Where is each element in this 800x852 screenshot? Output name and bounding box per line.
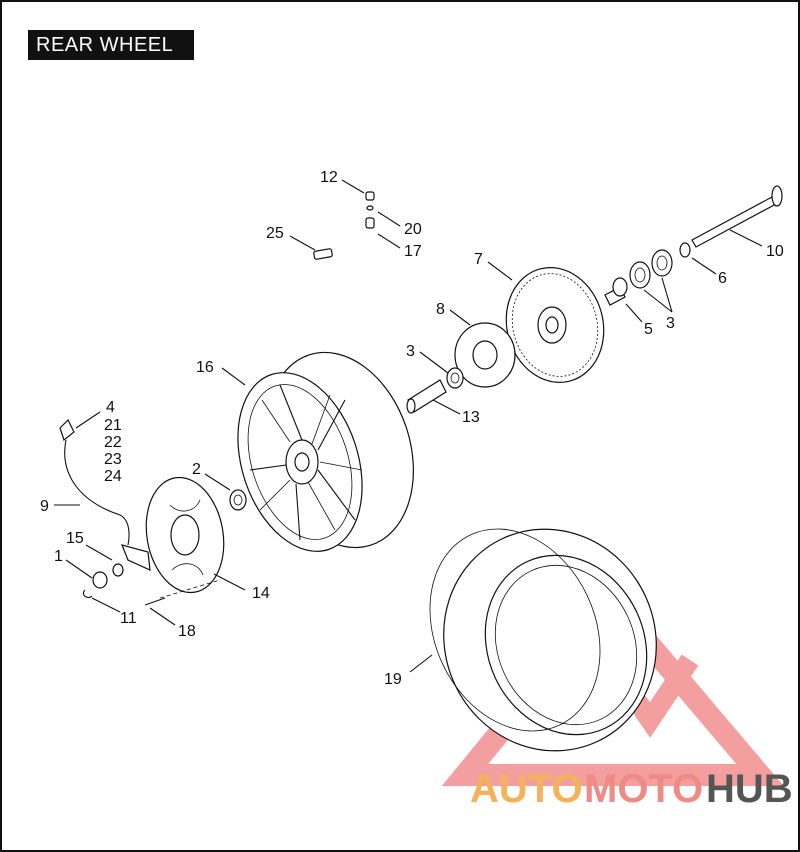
callout-3-left: 3: [406, 343, 415, 360]
bearing-left: [229, 489, 247, 511]
callout-1: 1: [54, 548, 63, 565]
callout-15: 15: [66, 530, 84, 547]
valve-stem: [313, 191, 375, 260]
watermark-moto: MOTO: [584, 767, 703, 811]
callout-10: 10: [766, 243, 784, 260]
wheel-speed-sensor: [59, 418, 221, 606]
callout-22: 22: [104, 434, 122, 451]
callout-18: 18: [178, 623, 196, 640]
isolator: [454, 322, 516, 388]
watermark-hub: HUB: [706, 767, 793, 811]
callout-4: 4: [106, 399, 115, 416]
brake-disc: [145, 476, 225, 594]
callout-21: 21: [104, 417, 122, 434]
tire: [429, 528, 657, 752]
callout-2: 2: [192, 461, 201, 478]
watermark-auto: AUTO: [470, 767, 583, 811]
callout-5: 5: [644, 321, 653, 338]
callout-17: 17: [404, 243, 422, 260]
diagram-title: REAR WHEEL: [28, 30, 194, 60]
callout-6: 6: [718, 270, 727, 287]
sprocket: [505, 267, 605, 383]
wheel: [237, 351, 414, 552]
callout-9: 9: [40, 498, 49, 515]
watermark-text: AUTO MOTO HUB: [470, 767, 793, 811]
callout-24: 24: [104, 468, 122, 485]
spacer-sleeve: [406, 379, 447, 414]
axle-assembly: [604, 185, 783, 306]
callout-20: 20: [404, 221, 422, 238]
callout-16: 16: [196, 359, 214, 376]
callout-23: 23: [104, 451, 122, 468]
callout-13: 13: [462, 409, 480, 426]
callout-7: 7: [474, 251, 483, 268]
callout-labels: 12 20 17 25 7 10 6 8 5 3 3 16 13 4 21 22…: [40, 169, 784, 688]
callout-19: 19: [384, 671, 402, 688]
callout-3-right: 3: [666, 315, 675, 332]
bearing-inner: [446, 367, 464, 389]
callout-8: 8: [436, 301, 445, 318]
leader-lines: [54, 179, 763, 673]
callout-25: 25: [266, 225, 284, 242]
callout-14: 14: [252, 585, 270, 602]
callout-11: 11: [120, 610, 137, 627]
callout-12: 12: [320, 169, 338, 186]
